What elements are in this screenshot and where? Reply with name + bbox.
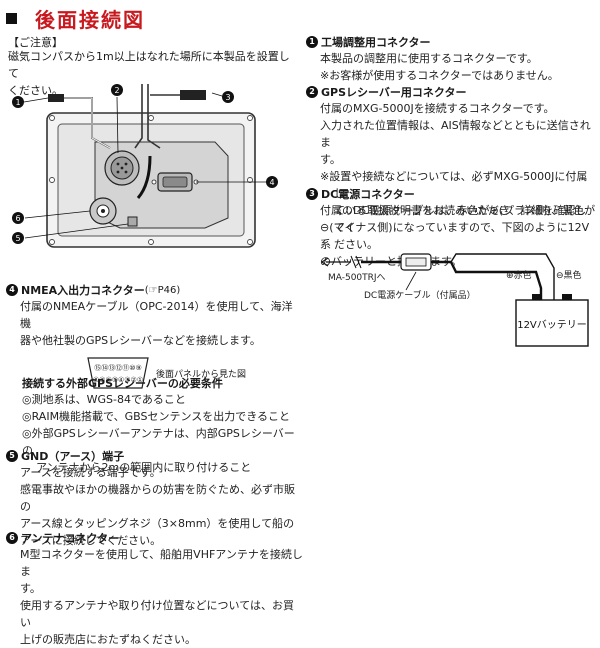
dc-wiring-diagram: MA-500TRJへ DC電源ケーブル（付属品） ⊕赤色 ⊖黒色 12Vバッテリ… (320, 253, 589, 347)
gps-conditions-heading: 接続する外部GPSレシーバーの必要条件 (22, 377, 223, 390)
title-bar: 後面接続図 (6, 4, 145, 33)
battery-label: 12Vバッテリー (517, 319, 587, 331)
page-ref: (☞P46) (144, 284, 181, 296)
condition-item: ◎RAIM機能搭載で、GBSセンテンスを出力できること (22, 410, 291, 423)
section-antenna: 6 アンテナコネクター M型コネクターを使用して、船舶用VHFアンテナを接続しま… (6, 530, 304, 648)
dc-cable (136, 155, 152, 199)
condition-item: アンテナから2mの範囲内に取り付けること (36, 461, 252, 474)
callout-3: 3 (225, 93, 230, 102)
cable-label: DC電源ケーブル（付属品） (364, 289, 476, 301)
section-antenna-heading: アンテナコネクター (21, 532, 120, 545)
gnd-terminal (127, 216, 138, 227)
note-body: 磁気コンパスから1m以上はなれた場所に本製品を設置して ください。 (8, 48, 300, 99)
callout-2: 2 (114, 86, 119, 95)
callout-5: 5 (15, 234, 20, 243)
page-title: 後面接続図 (35, 8, 145, 32)
minus-label: ⊖黒色 (556, 269, 582, 281)
section-gnd-heading: GND（アース）端子 (21, 450, 125, 463)
factory-plug (48, 94, 64, 102)
callout-4: 4 (269, 178, 274, 187)
callout-1: 1 (15, 98, 20, 107)
callout-6: 6 (15, 214, 20, 223)
section-nmea-heading: 4 NMEA入出力コネクター (☞P46) (6, 282, 298, 298)
section-nmea: 4 NMEA入出力コネクター (☞P46) 付属のNMEAケーブル（OPC-20… (6, 282, 298, 395)
cable-red (450, 253, 555, 300)
arrow-left-icon (320, 257, 329, 267)
section-factory: 1 工場調整用コネクター 本製品の調整用に使用するコネクターです。 ※お客様が使… (306, 34, 596, 84)
plus-label: ⊕赤色 (506, 269, 532, 281)
rear-view-caption: 後面パネルから見た図 (156, 370, 247, 380)
gps-conditions: 接続する外部GPSレシーバーの必要条件 ◎測地系は、WGS-84であること ◎R… (22, 375, 302, 476)
pin-row-2: ⑧⑦⑥⑤④③②① (93, 376, 143, 384)
to-label: MA-500TRJへ (328, 273, 386, 283)
dc-plug (180, 90, 206, 100)
section-number: 2 (306, 86, 318, 98)
break-mark-icon (350, 255, 362, 269)
section-number: 5 (6, 450, 18, 462)
note-line: ください。 (8, 84, 63, 97)
callouts: 1 2 3 4 5 6 (12, 84, 278, 244)
cable-black (431, 260, 543, 300)
section-number: 6 (6, 532, 18, 544)
condition-item: ◎測地系は、WGS-84であること (22, 393, 186, 406)
frame-screws (49, 115, 253, 245)
rear-panel-diagram: 1 2 3 4 5 6 (12, 84, 278, 248)
battery-icon (515, 299, 589, 347)
note-heading: 【ご注意】 (8, 36, 63, 49)
condition-item: ◎外部GPSレシーバーアンテナは、内部GPSレシーバーの (22, 427, 295, 457)
note-line: 磁気コンパスから1m以上はなれた場所に本製品を設置して (8, 50, 290, 80)
pin-row-1: ⑮⑭⑬⑫⑪⑩⑨ (94, 364, 142, 372)
section-number: 3 (306, 188, 318, 200)
section-dc-heading: DC電源コネクター (321, 188, 415, 201)
dsub-pin-icon: ⑮⑭⑬⑫⑪⑩⑨ ⑧⑦⑥⑤④③②① (87, 357, 149, 389)
section-factory-heading: 工場調整用コネクター (321, 36, 431, 49)
gps-cable (134, 84, 143, 149)
section-gps: 2 GPSレシーバー用コネクター 付属のMXG-5000Jを接続するコネクターで… (306, 84, 596, 253)
section-gps-heading: GPSレシーバー用コネクター (321, 86, 467, 99)
section-number: 1 (306, 36, 318, 48)
section-gnd: 5 GND（アース）端子 アースを接続する端子です。 感電事故やほかの機器からの… (6, 448, 304, 549)
title-square-icon (6, 13, 17, 24)
section-number: 4 (6, 284, 18, 296)
